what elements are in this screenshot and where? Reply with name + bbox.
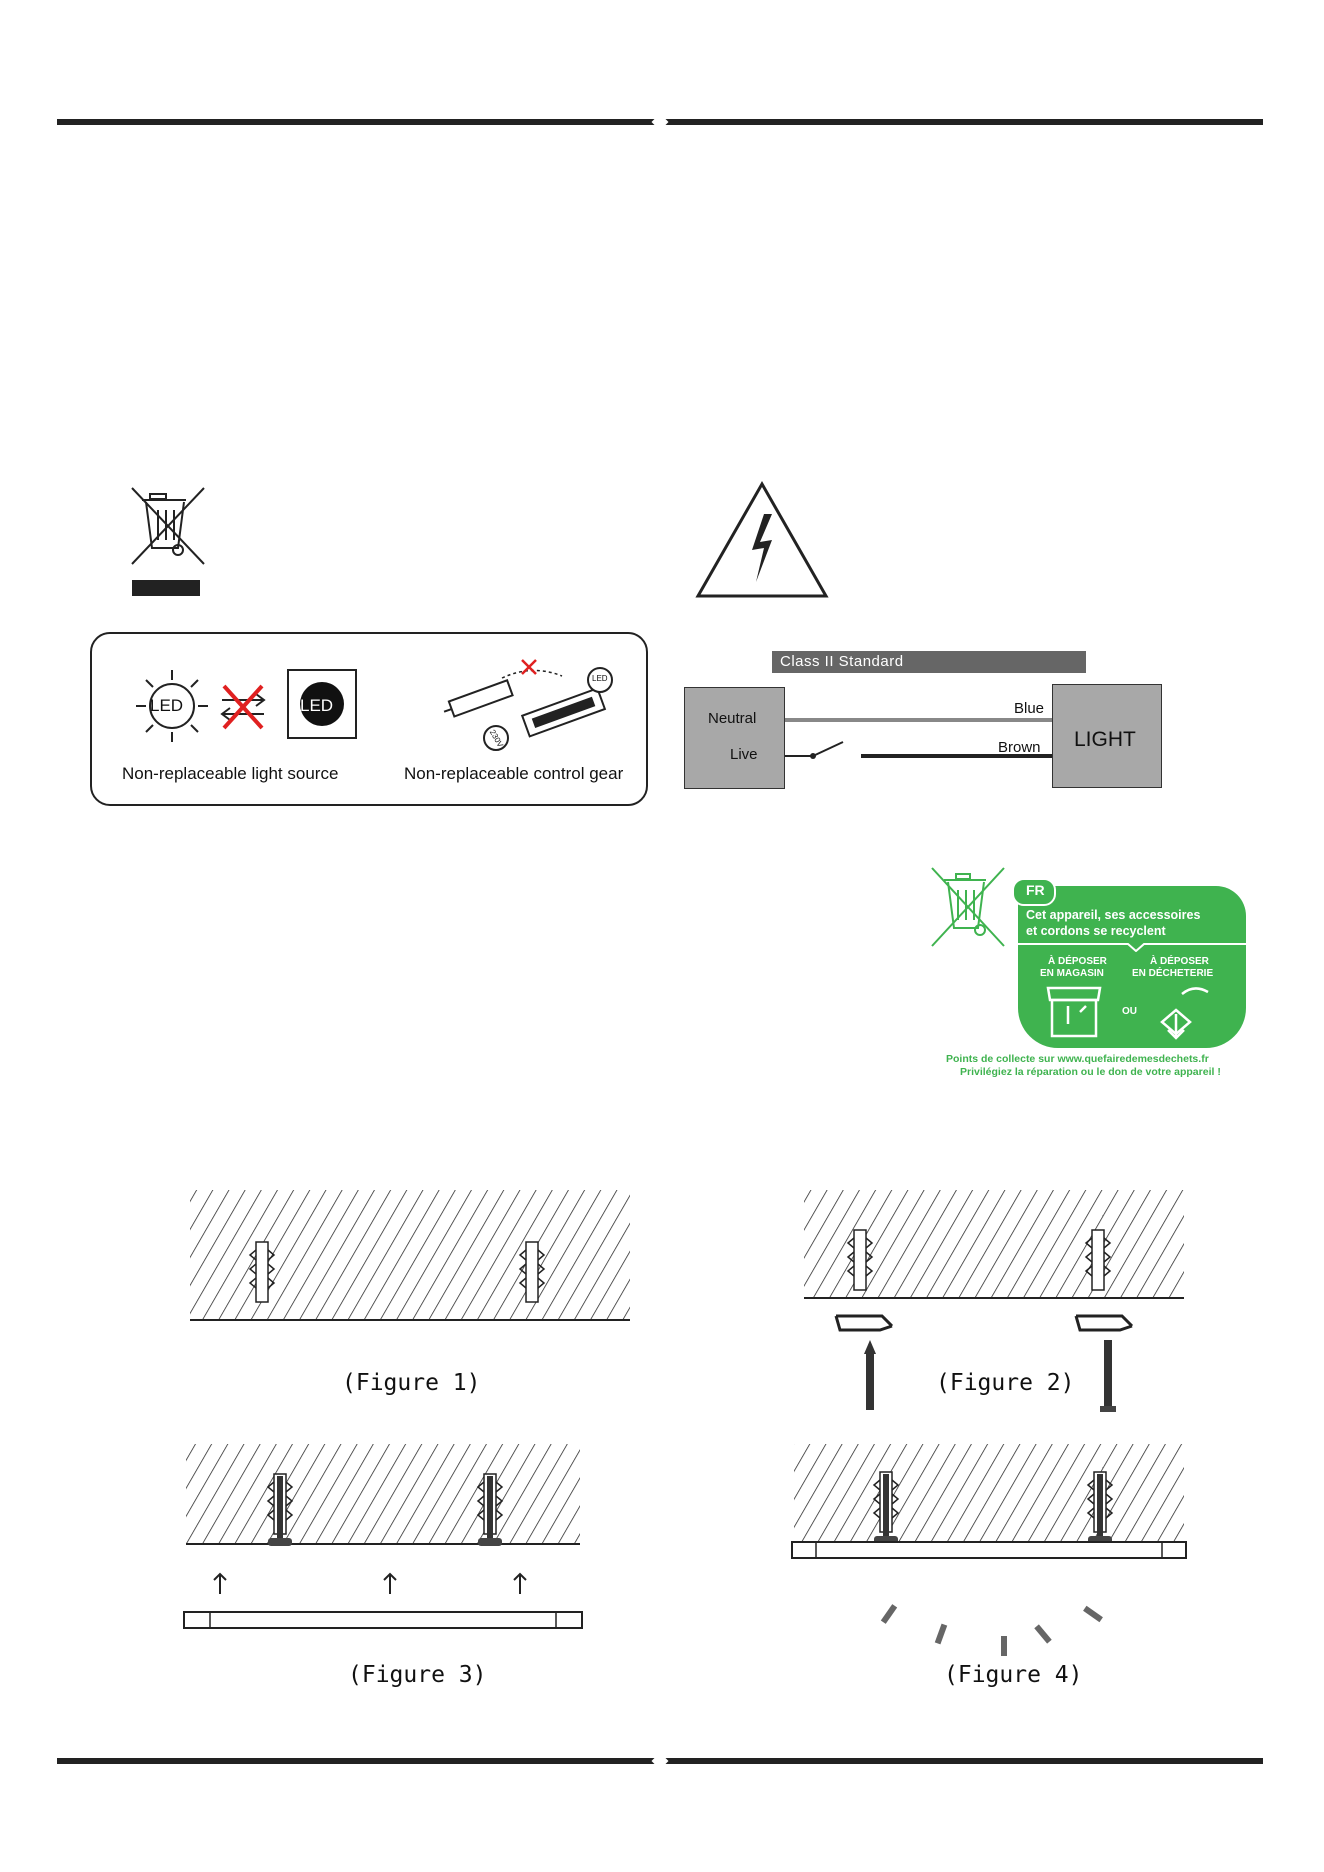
repair-text: Privilégiez la réparation ou le don de v… <box>960 1066 1221 1078</box>
figure-4-drawing <box>791 1444 1187 1559</box>
non-replaceable-panel: LED LED LED 230V Non-replaceable light s… <box>90 632 648 806</box>
store-line-2: EN MAGASIN <box>1040 968 1104 979</box>
light-label: LIGHT <box>1074 728 1136 751</box>
headline-divider <box>1018 943 1246 952</box>
figure-4-caption: (Figure 4) <box>944 1662 1083 1688</box>
neutral-label: Neutral <box>708 710 757 727</box>
led-label-inverse: LED <box>300 696 334 715</box>
fr-recycling-badge: FR Cet appareil, ses accessoires et cord… <box>1012 878 1246 1048</box>
dump-line-2: EN DÉCHETERIE <box>1132 968 1214 979</box>
supply-box <box>684 687 785 789</box>
control-gear-caption: Non-replaceable control gear <box>404 764 624 783</box>
class-standard-banner: Class II Standard <box>772 651 1086 673</box>
headline-line-1: Cet appareil, ses accessoires <box>1026 908 1201 922</box>
installation-figures <box>183 1190 1187 1629</box>
figure-3-caption: (Figure 3) <box>348 1662 487 1688</box>
figure-3-drawing <box>183 1444 583 1629</box>
top-rule-notch <box>651 113 669 131</box>
led-label: LED <box>150 696 184 715</box>
live-label: Live <box>730 746 758 763</box>
control-gear-led-label: LED <box>592 674 608 683</box>
wiring-lines <box>785 718 1052 759</box>
figure-2-drawing <box>804 1190 1184 1412</box>
light-source-caption: Non-replaceable light source <box>122 764 339 783</box>
green-weee-bin-icon <box>931 867 1005 947</box>
store-line-1: À DÉPOSER <box>1048 956 1107 967</box>
led-symbols-icon <box>136 669 357 742</box>
weee-bin-icon <box>131 487 205 596</box>
country-code: FR <box>1026 882 1045 898</box>
figure-2-caption: (Figure 2) <box>936 1370 1075 1396</box>
fr-flag <box>1012 878 1056 906</box>
dump-line-1: À DÉPOSER <box>1150 956 1209 967</box>
store-icon <box>1046 986 1102 1038</box>
blue-label: Blue <box>1014 700 1045 717</box>
or-label: OU <box>1122 1006 1137 1017</box>
electrical-hazard-icon <box>695 480 829 598</box>
control-gear-icon <box>443 659 613 751</box>
clip-piece <box>1001 1636 1007 1656</box>
brown-label: Brown <box>998 739 1041 756</box>
collection-points-text: Points de collecte sur www.quefairedemes… <box>946 1053 1209 1065</box>
figure-1-drawing <box>190 1190 630 1321</box>
dump-icon <box>1160 987 1209 1040</box>
figure-1-caption: (Figure 1) <box>342 1370 481 1396</box>
headline-line-2: et cordons se recyclent <box>1026 924 1166 938</box>
bottom-rule-notch <box>651 1752 669 1770</box>
light-box <box>1052 684 1162 788</box>
